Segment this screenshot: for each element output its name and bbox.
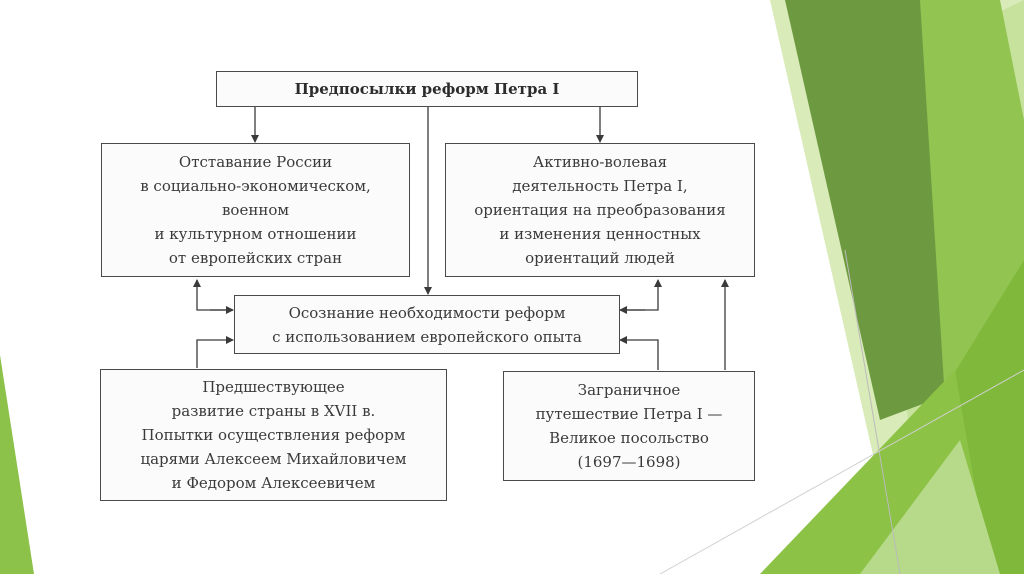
previous-development-text: Предшествующее развитие страны в XVII в.… xyxy=(140,378,407,492)
decor-line xyxy=(659,369,1024,574)
right-panel-dark xyxy=(785,0,960,420)
diagram-title: Предпосылки реформ Петра I xyxy=(294,80,560,98)
awareness-text: Осознание необходимости реформ с использ… xyxy=(272,303,582,346)
awareness-box: Осознание необходимости реформ с использ… xyxy=(234,295,620,354)
grand-embassy-text: Заграничное путешествие Петра I — Велико… xyxy=(535,381,723,471)
lag-box: Отставание России в социально-экономичес… xyxy=(101,143,410,277)
left-green-stripe xyxy=(0,355,34,574)
activity-text: Активно-волевая деятельность Петра I, ор… xyxy=(474,153,726,267)
arrow-awareness-to-activity xyxy=(620,279,662,311)
title-box: Предпосылки реформ Петра I xyxy=(216,71,638,107)
decor-line xyxy=(844,249,901,574)
grand-embassy-box: Заграничное путешествие Петра I — Велико… xyxy=(503,371,755,481)
previous-development-box: Предшествующее развитие страны в XVII в.… xyxy=(100,369,447,501)
lower-pale-wedge xyxy=(860,440,1000,574)
arrow-awareness-to-lag xyxy=(193,279,233,311)
arrow-embassy-to-awareness xyxy=(619,336,659,370)
arrow-previous-to-awareness xyxy=(196,336,234,368)
activity-box: Активно-волевая деятельность Петра I, ор… xyxy=(445,143,755,277)
lag-text: Отставание России в социально-экономичес… xyxy=(140,153,371,267)
